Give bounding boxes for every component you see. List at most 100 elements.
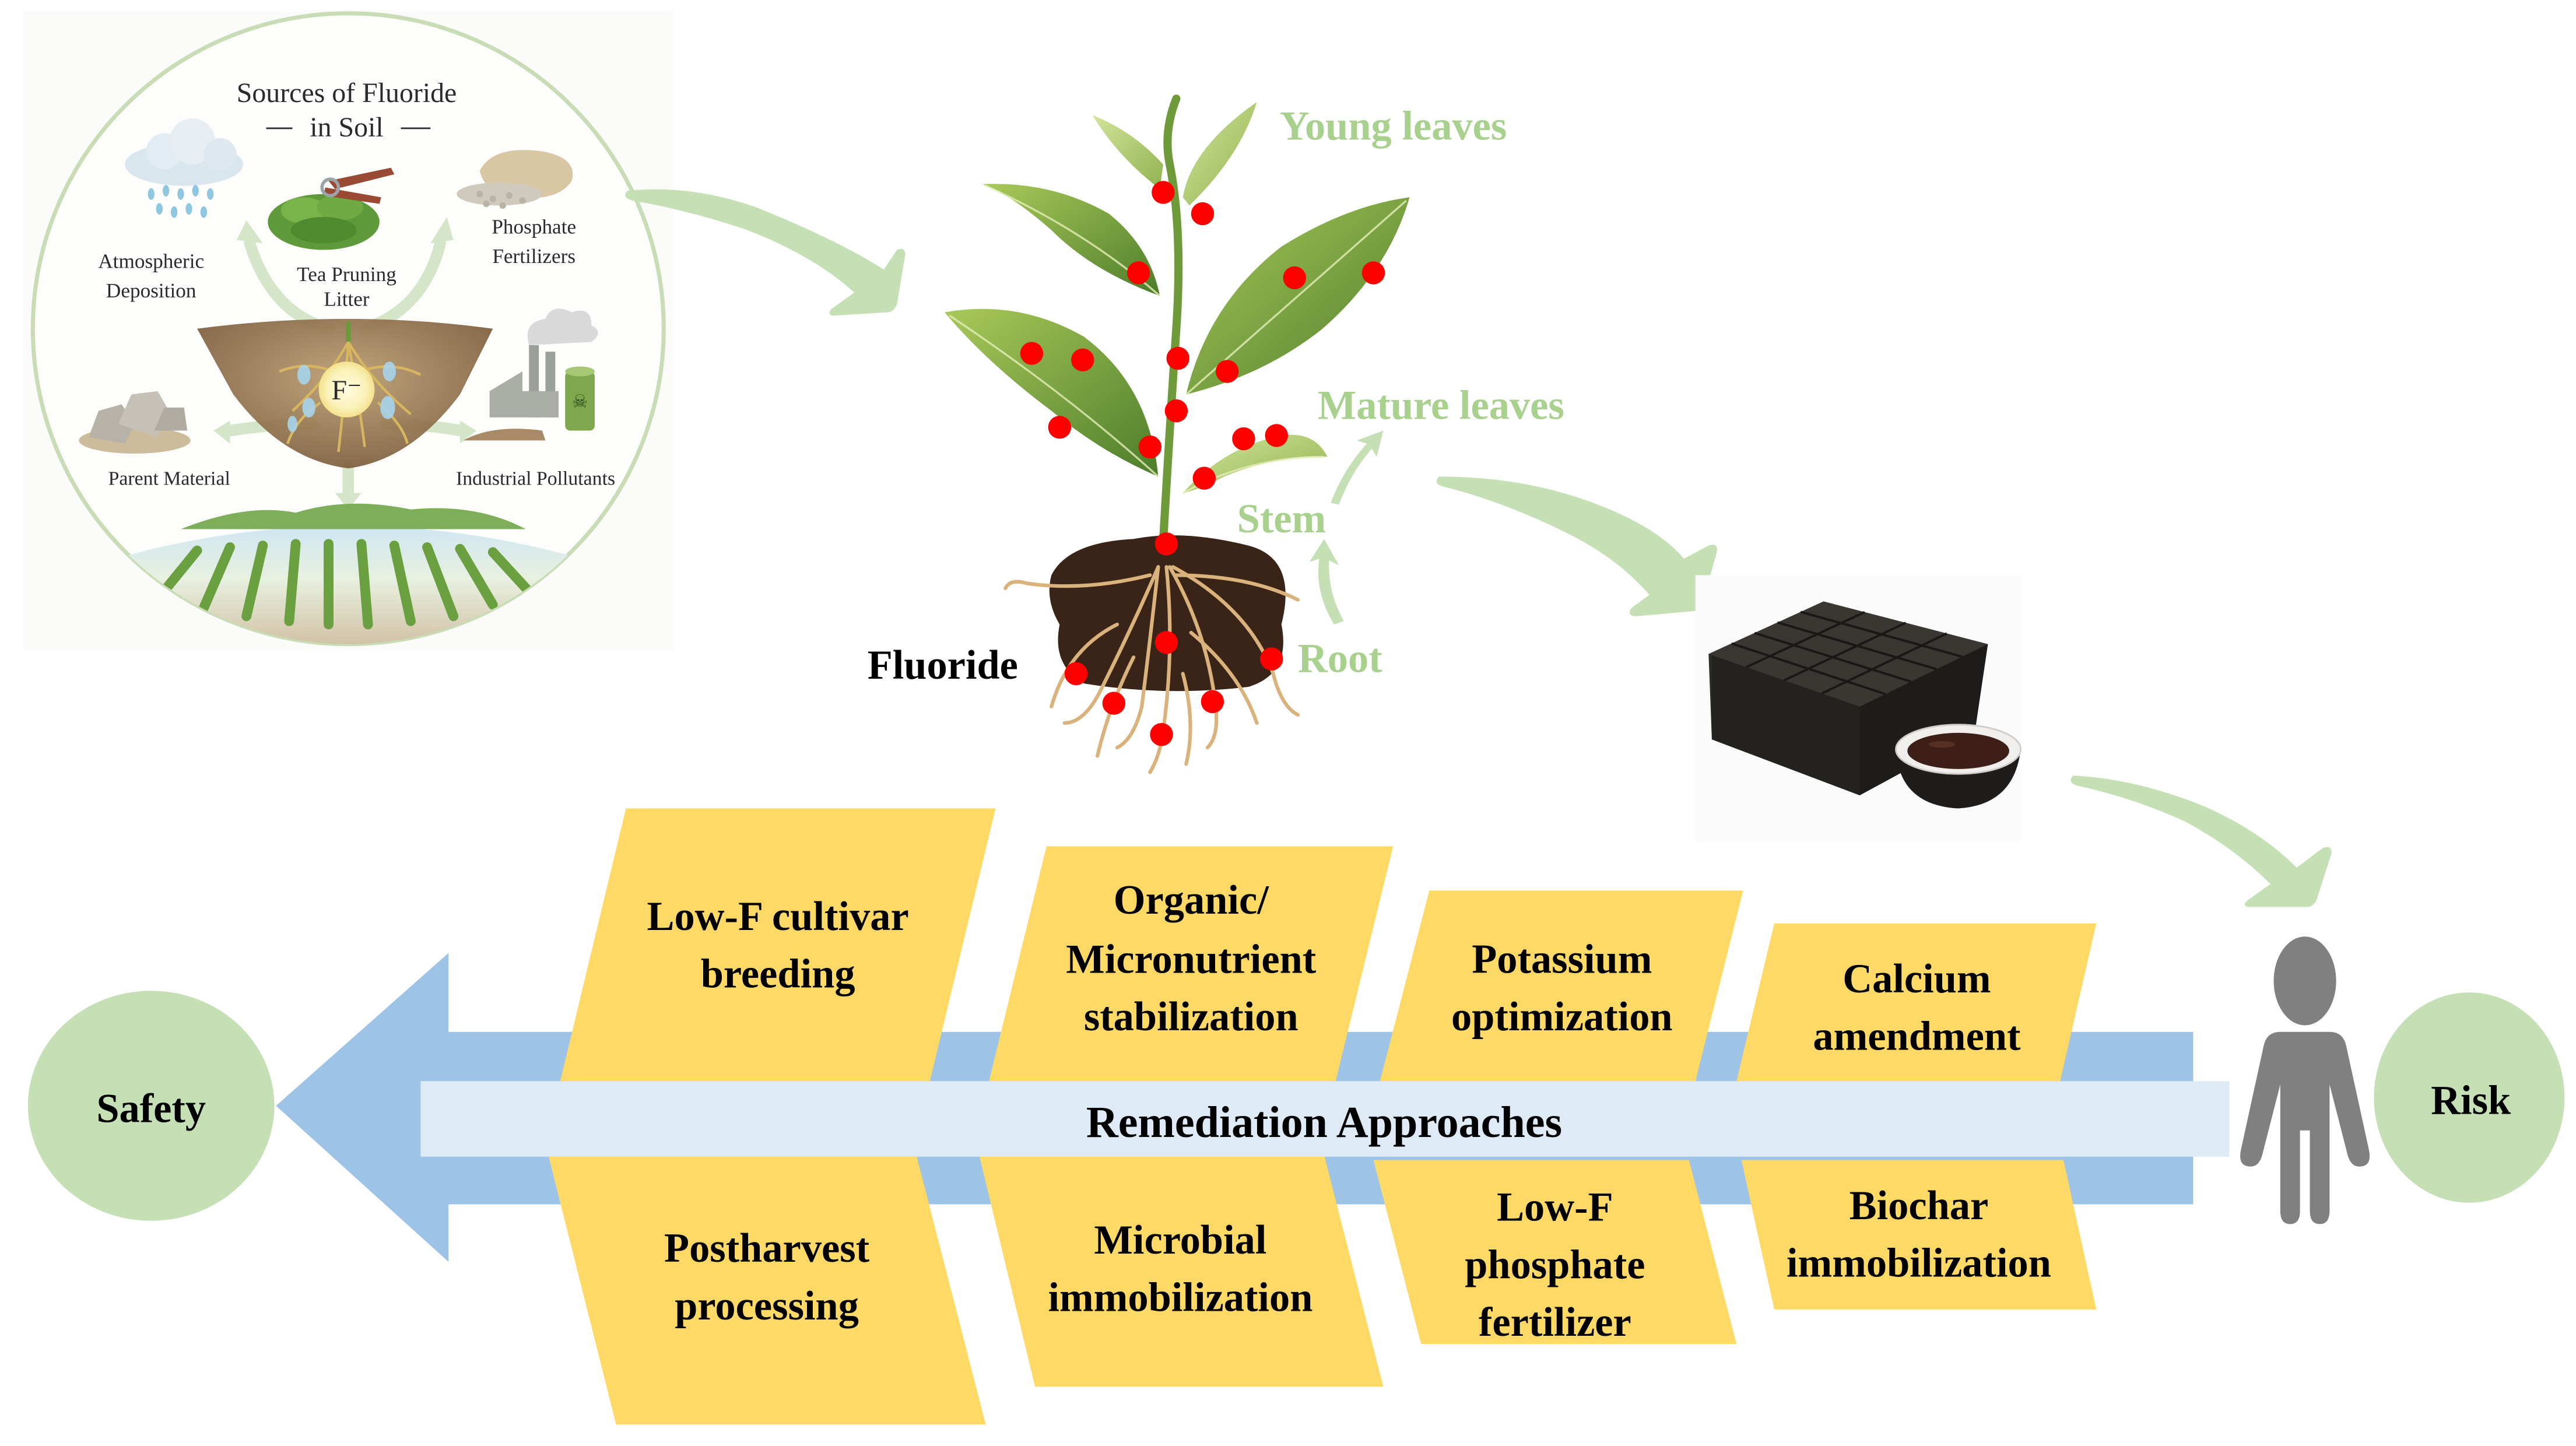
tea-brick-product xyxy=(1695,575,2022,841)
fluoride-dot xyxy=(1048,416,1072,439)
leaf-lower-left xyxy=(945,308,1159,477)
fluoride-dot xyxy=(1265,424,1288,447)
leaf-upper-left xyxy=(982,184,1160,296)
person-icon xyxy=(2240,936,2370,1224)
factory-icon: ☠ xyxy=(463,308,598,441)
fluoride-dot xyxy=(1166,346,1189,370)
source-label-industrial: Industrial Pollutants xyxy=(456,468,615,489)
fluoride-dot xyxy=(1232,427,1255,451)
fluoride-dot xyxy=(1020,342,1044,365)
source-label-atmospheric-line2: Deposition xyxy=(106,279,196,302)
fluoride-dots xyxy=(1020,181,1385,746)
source-label-parent-material: Parent Material xyxy=(108,468,230,489)
approach-top-1: Low-F cultivar breeding xyxy=(560,808,996,1082)
arrow-root-to-stem xyxy=(1309,539,1344,624)
toxic-barrel-icon xyxy=(565,371,595,431)
source-label-pruning-line1: Tea Pruning xyxy=(297,263,396,286)
center-band xyxy=(420,1081,2230,1157)
svg-text:☠: ☠ xyxy=(572,391,588,412)
approach-panel-shape xyxy=(1380,890,1743,1082)
pruned-leaves-icon xyxy=(268,167,395,250)
source-label-atmospheric-line1: Atmospheric xyxy=(98,250,204,273)
fluoride-dot xyxy=(1192,466,1216,490)
label-stem: Stem xyxy=(1237,496,1326,542)
soil-ball xyxy=(1049,535,1286,692)
source-label-phosphate-line2: Fertilizers xyxy=(492,245,575,268)
approach-panels: Low-F cultivar breeding Organic/Micronutri… xyxy=(549,808,2097,1425)
fluoride-ion-badge xyxy=(318,361,375,417)
approach-panel-shape xyxy=(1741,1160,2097,1310)
fluoride-dot xyxy=(1152,181,1175,204)
approach-label-line: Microbial xyxy=(1094,1217,1266,1263)
label-young-leaves: Young leaves xyxy=(1280,104,1507,149)
fluoride-dot xyxy=(1191,202,1215,226)
arrow-stem-to-mature xyxy=(1331,430,1384,505)
center-band-label: Remediation Approaches xyxy=(1086,1098,1562,1147)
rain-cloud-icon xyxy=(125,118,244,218)
fluoride-dot xyxy=(1201,690,1224,714)
fluoride-dot xyxy=(1154,631,1178,654)
fluoride-dot xyxy=(1154,532,1178,556)
fluoride-dot xyxy=(1126,261,1150,285)
leaf-young-left xyxy=(1092,115,1163,189)
approach-label-line: Calcium xyxy=(1842,956,1991,1002)
fluoride-dot xyxy=(1071,348,1094,372)
approach-panel-shape xyxy=(549,1156,986,1425)
approach-panel-shape xyxy=(1736,923,2097,1082)
rocks-icon xyxy=(79,391,191,454)
approach-label-line: phosphate xyxy=(1465,1242,1645,1287)
tea-plant-illustration: Young leaves Mature leaves Stem Root Flu… xyxy=(868,94,1564,774)
approach-label-line: immobilization xyxy=(1048,1275,1312,1321)
fluoride-dot xyxy=(1260,647,1283,671)
approach-label-line: Micronutrient xyxy=(1066,936,1317,982)
label-fluoride: Fluoride xyxy=(868,643,1018,688)
approach-label-line: breeding xyxy=(701,952,855,997)
safety-label: Safety xyxy=(96,1086,206,1132)
approach-top-2: Organic/Micronutrient stabilization xyxy=(989,846,1394,1082)
fluoride-dot xyxy=(1102,692,1126,715)
approach-label-line: immobilization xyxy=(1787,1241,2051,1286)
approach-label-line: amendment xyxy=(1813,1014,2021,1059)
fluoride-ion-label: F⁻ xyxy=(332,375,362,406)
approach-bottom-4: Biochar immobilization xyxy=(1741,1160,2097,1310)
label-mature-leaves: Mature leaves xyxy=(1318,383,1564,429)
approach-bottom-2: Microbial immobilization xyxy=(979,1155,1384,1387)
soil-cross-section: F⁻ xyxy=(197,318,493,469)
source-arrowheads xyxy=(213,217,477,510)
remediation-fishbone: Low-F cultivar breeding Organic/Micronutri… xyxy=(27,808,2565,1425)
approach-panel-shape xyxy=(989,846,1394,1082)
approach-label-line: Potassium xyxy=(1472,936,1652,982)
fluoride-dot xyxy=(1361,261,1385,285)
approach-top-4: Calcium amendment xyxy=(1736,923,2097,1082)
sources-panel: Sources of Fluoride in Soil xyxy=(23,10,674,651)
approach-label-line: processing xyxy=(675,1283,859,1329)
approach-label-line: stabilization xyxy=(1084,994,1298,1040)
risk-circle xyxy=(2374,992,2565,1203)
sources-title-line1: Sources of Fluoride xyxy=(237,78,457,108)
plant-stem xyxy=(1159,94,1183,547)
sources-title-line2: in Soil xyxy=(310,112,383,143)
tea-cup-icon xyxy=(1895,724,2022,809)
approach-panel-shape xyxy=(560,808,996,1082)
flow-arrow-product-to-person xyxy=(2070,775,2332,907)
approach-label-line: Organic/ xyxy=(1114,878,1269,923)
fluoride-dot xyxy=(1283,266,1306,290)
source-label-pruning-line2: Litter xyxy=(324,287,369,310)
approach-label-line: Low-F xyxy=(1497,1185,1613,1230)
approach-label-line: Low-F cultivar xyxy=(647,894,908,939)
fluoride-dot xyxy=(1216,360,1239,383)
fertilizer-sack-icon xyxy=(457,150,573,209)
label-root: Root xyxy=(1298,636,1382,682)
approach-panel-shape xyxy=(1373,1160,1737,1345)
flow-arrow-plant-to-product xyxy=(1436,476,1717,616)
fluoride-dot xyxy=(1064,662,1088,686)
approach-label-line: optimization xyxy=(1451,994,1673,1040)
fluoride-dot xyxy=(1138,435,1162,459)
leaf-young-right xyxy=(1182,101,1257,206)
fluoride-dot xyxy=(1164,399,1188,423)
approach-label-line: Biochar xyxy=(1849,1183,1989,1229)
risk-label: Risk xyxy=(2431,1078,2511,1124)
